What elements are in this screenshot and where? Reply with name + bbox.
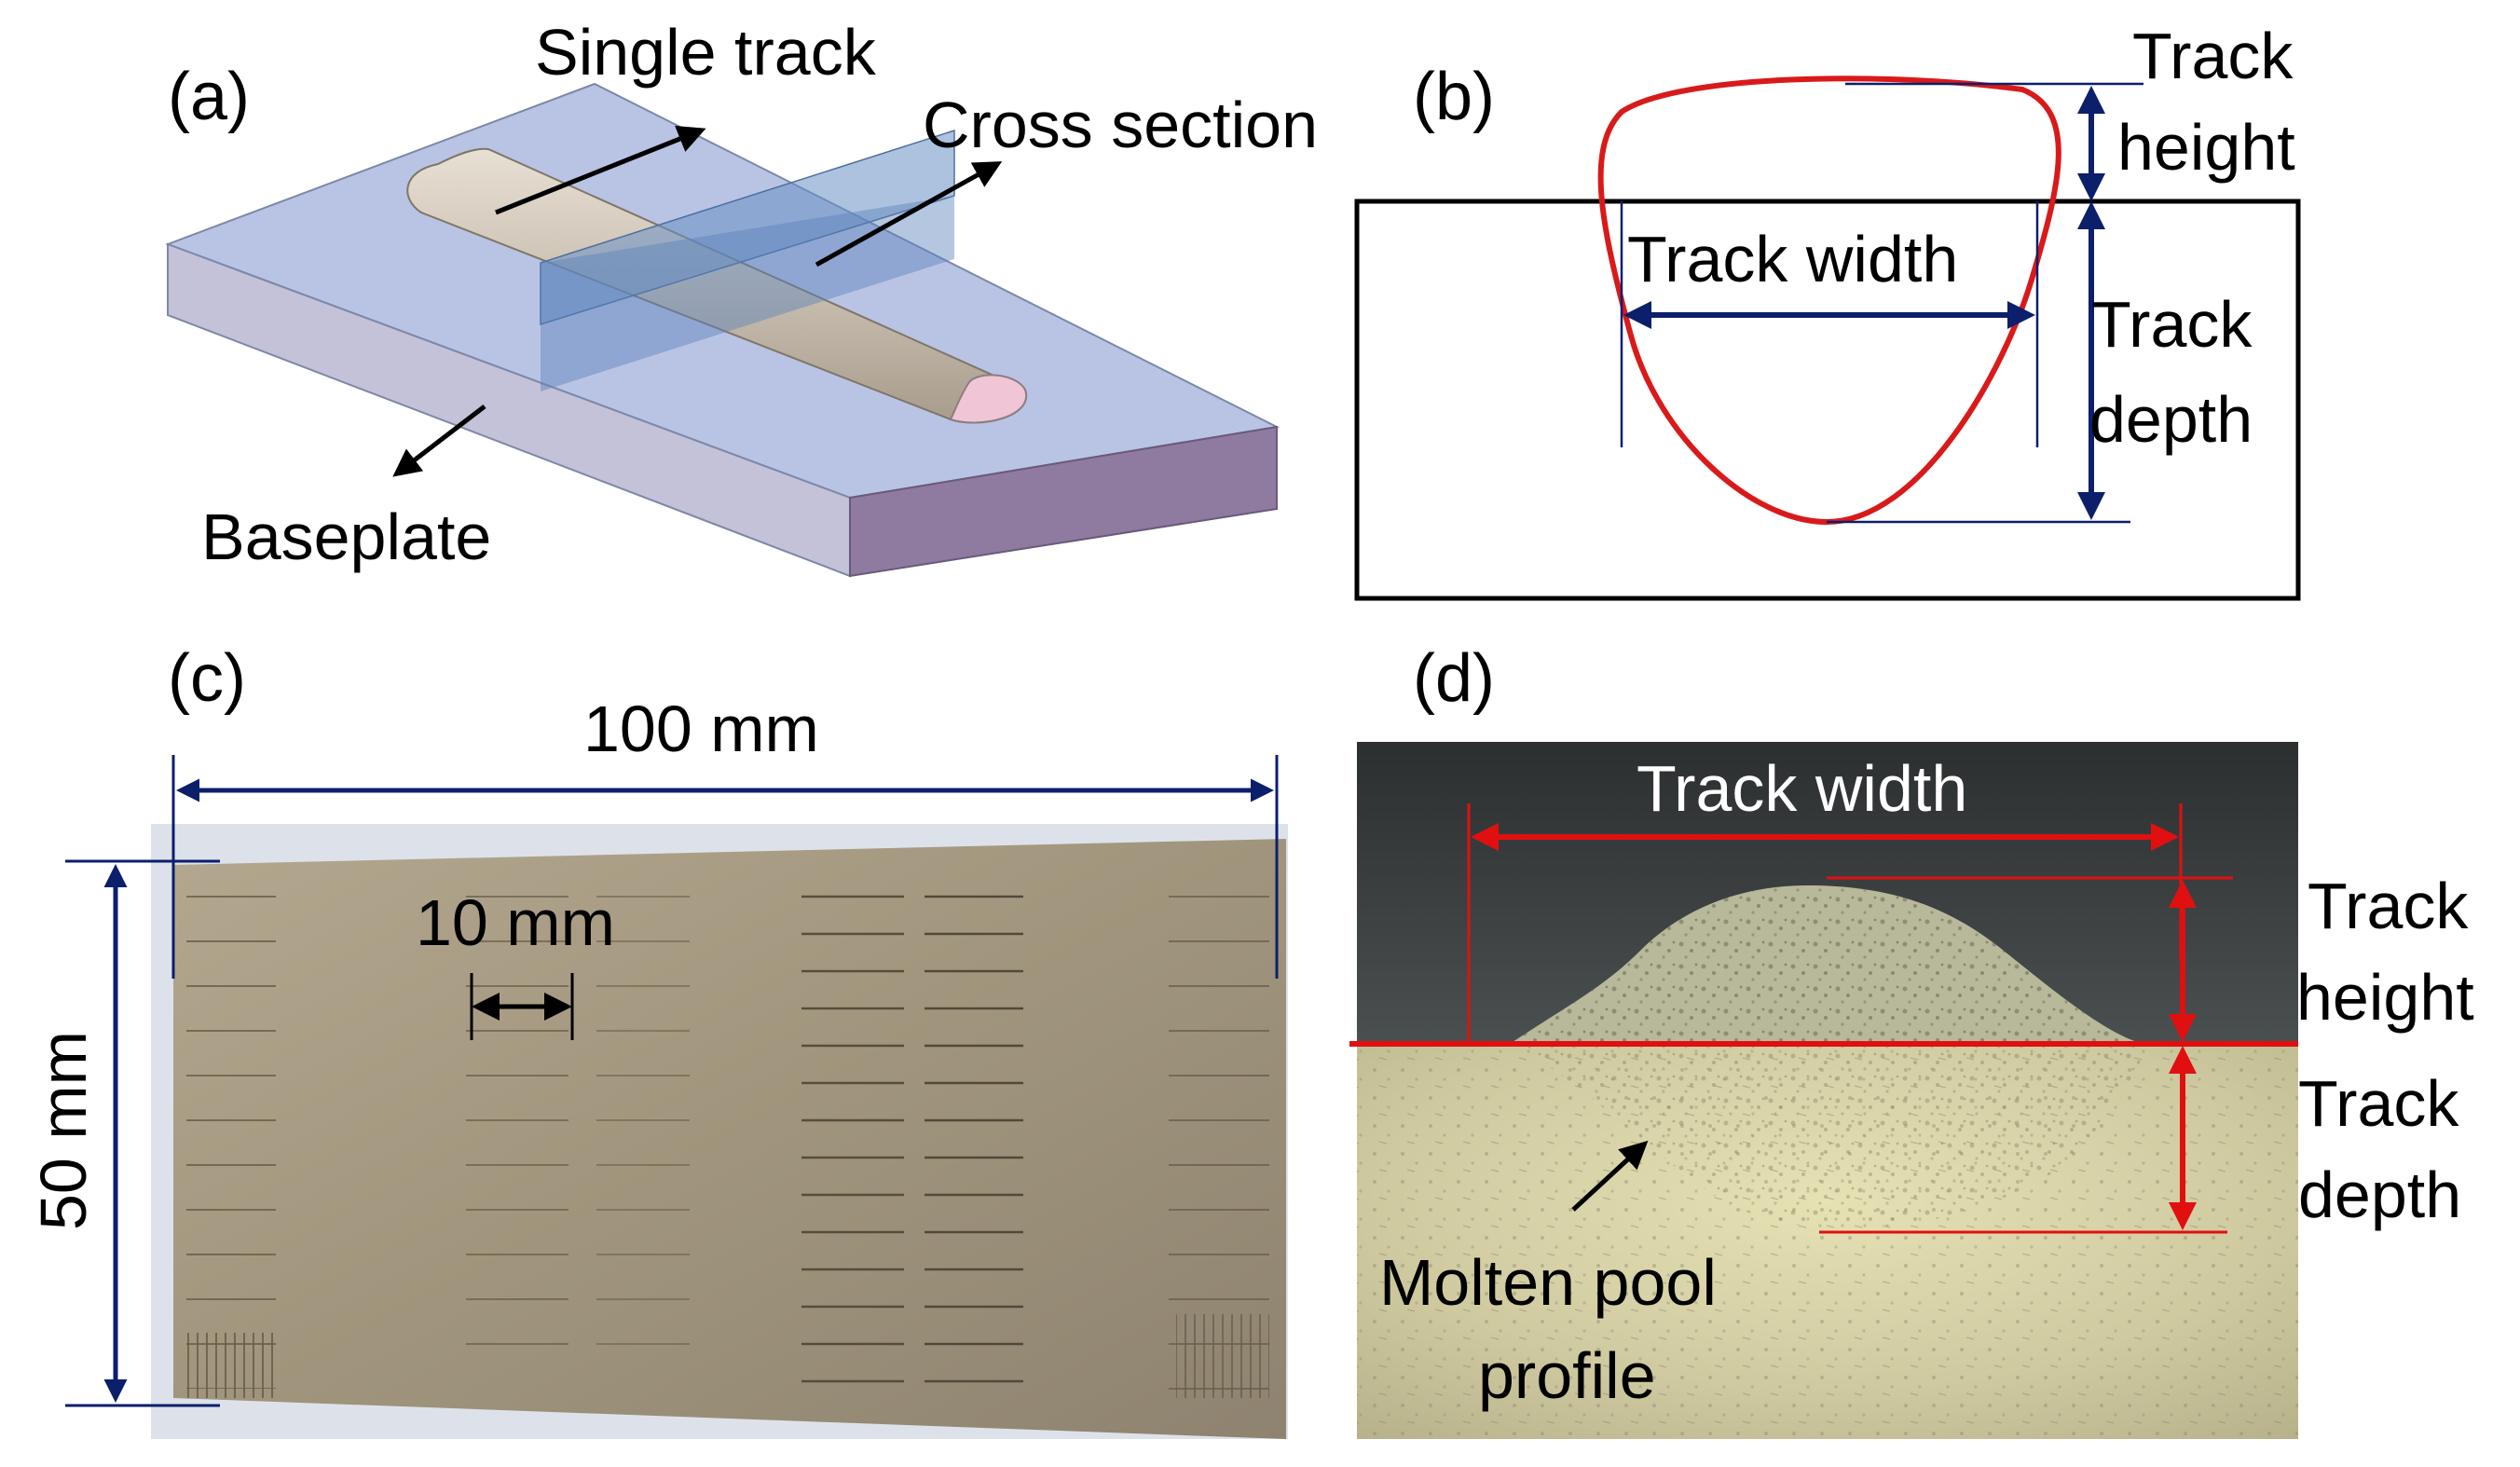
cross-section-label: Cross section (923, 89, 1318, 161)
panel-c: (c) 100 mm 50 mm 10 mm (27, 641, 1288, 1439)
bottom-edge-marks (186, 1333, 280, 1398)
panel-c-label: (c) (168, 641, 246, 716)
metal-plate (173, 839, 1286, 1439)
track-height-label-line1: Track (2132, 20, 2294, 92)
track-group-3 (596, 895, 690, 1379)
track-group-2 (466, 895, 568, 1379)
baseplate-right-side (849, 425, 1278, 578)
track-group-5 (924, 895, 1023, 1398)
panel-d-label: (d) (1413, 641, 1495, 716)
molten-pool-label-line2: profile (1478, 1339, 1656, 1412)
track-group-1 (186, 895, 276, 1389)
length-label: 100 mm (583, 692, 819, 765)
cross-section-plane (540, 129, 955, 326)
right-edge-marks (1176, 1314, 1269, 1398)
track-depth-label-d-line1: Track (2298, 1067, 2459, 1140)
single-track-label: Single track (535, 16, 877, 89)
single-track-arrow (495, 125, 706, 215)
track-depth-label-d-line2: depth (2298, 1159, 2461, 1231)
panel-d: (d) Track width Track height Track depth… (1349, 641, 2474, 1439)
height-label: 50 mm (27, 1031, 100, 1230)
spacing-label: 10 mm (416, 886, 615, 959)
track-end-cap (949, 374, 1028, 424)
track-depth-label-line1: Track (2091, 288, 2253, 361)
track-height-label-line2: height (2117, 111, 2295, 184)
baseplate-arrow (392, 404, 486, 477)
track-group-4 (801, 895, 904, 1398)
panel-a-label: (a) (168, 60, 250, 134)
track-height-label-d-line2: height (2296, 961, 2474, 1034)
molten-pool-label-line1: Molten pool (1379, 1246, 1717, 1319)
deposited-track-texture (1510, 885, 2143, 1044)
molten-pool-arrow (1571, 1140, 1649, 1212)
panel-a: (a) Single track Cross section Baseplate (165, 16, 1318, 578)
baseplate-label: Baseplate (201, 500, 491, 573)
panel-b: (b) Track width Track height Track depth (1354, 20, 2301, 601)
track-width-label: Track width (1627, 223, 1958, 295)
baseplate-cross-section (1354, 199, 2301, 601)
cross-section-arrow (815, 161, 1003, 267)
panel-b-label: (b) (1413, 60, 1495, 134)
track-depth-label-line2: depth (2089, 383, 2253, 456)
molten-pool-region (1510, 1044, 2143, 1229)
track-height-label-d-line1: Track (2308, 870, 2469, 942)
track-width-label-d: Track width (1637, 752, 1967, 825)
